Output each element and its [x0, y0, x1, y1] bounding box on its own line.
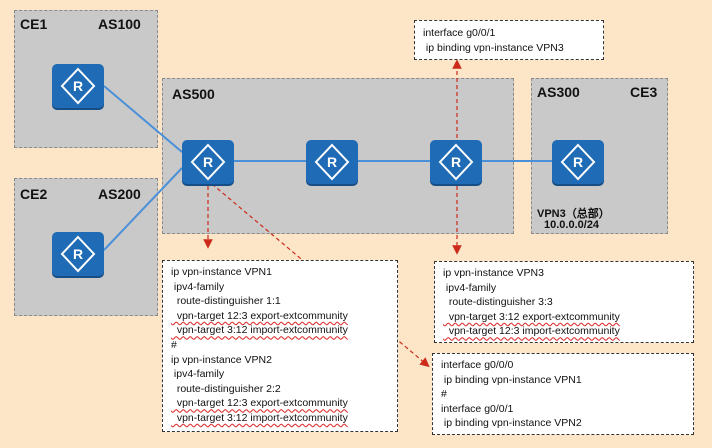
config-line: #: [441, 388, 447, 401]
router-ce1-icon[interactable]: R: [52, 64, 104, 108]
link-ce2-pe1: [103, 167, 183, 251]
router-ce3-icon[interactable]: R: [552, 140, 604, 184]
config-line: ip binding vpn-instance VPN1: [441, 373, 582, 386]
router-ce2-icon[interactable]: R: [52, 232, 104, 276]
config-line: interface g0/0/1: [441, 402, 514, 415]
config-line: ipv4-family: [443, 281, 497, 294]
config-line: vpn-target 3:12 import-extcommunity: [171, 324, 348, 337]
vpn3-label: VPN3（总部）: [537, 208, 610, 220]
config-line: ipv4-family: [171, 280, 225, 293]
config-box-pe3-interface: interface g0/0/1 ip binding vpn-instance…: [414, 20, 604, 60]
config-line: ip vpn-instance VPN1: [171, 266, 272, 278]
config-line: ip vpn-instance VPN3: [443, 267, 544, 279]
as500-label: AS500: [172, 86, 215, 102]
config-box-pe1-interfaces: interface g0/0/0 ip binding vpn-instance…: [432, 353, 694, 435]
router-p-icon[interactable]: R: [306, 140, 358, 184]
config-line: #: [171, 338, 177, 351]
config-line: vpn-target 3:12 import-extcommunity: [171, 411, 348, 424]
vpn3-subnet: 10.0.0.0/24: [544, 219, 600, 231]
config-line: ip vpn-instance VPN2: [171, 353, 272, 366]
router-pe1-icon[interactable]: R: [182, 140, 234, 184]
config-box-pe1-vpn-instances: ip vpn-instance VPN1 ipv4-family route-d…: [162, 260, 398, 432]
svg-text:R: R: [451, 154, 461, 170]
config-line: vpn-target 12:3 import-extcommunity: [443, 325, 620, 338]
config-line: interface g0/0/0: [441, 359, 514, 371]
ce2-label: CE2: [20, 186, 48, 202]
config-line: route-distinguisher 1:1: [171, 295, 281, 308]
as300-label: AS300: [537, 84, 580, 100]
svg-text:R: R: [573, 154, 583, 170]
config-line: route-distinguisher 2:2: [171, 382, 281, 395]
as200-label: AS200: [98, 186, 141, 202]
config-line: vpn-target 12:3 export-extcommunity: [171, 397, 348, 410]
svg-text:R: R: [203, 154, 213, 170]
config-line: vpn-target 3:12 export-extcommunity: [443, 310, 620, 323]
config-line: ip binding vpn-instance VPN3: [423, 41, 564, 54]
svg-text:R: R: [73, 246, 83, 262]
ce1-label: CE1: [20, 16, 48, 32]
svg-text:R: R: [73, 78, 83, 94]
svg-text:R: R: [327, 154, 337, 170]
config-line: route-distinguisher 3:3: [443, 296, 553, 309]
config-line: interface g0/0/1: [423, 27, 496, 39]
config-line: ip binding vpn-instance VPN2: [441, 417, 582, 430]
config-box-pe3-vpn-instance: ip vpn-instance VPN3 ipv4-family route-d…: [434, 261, 694, 343]
config-line: vpn-target 12:3 export-extcommunity: [171, 309, 348, 322]
link-ce1-pe1: [103, 85, 183, 153]
config-line: ipv4-family: [171, 368, 225, 381]
ce3-label: CE3: [630, 84, 658, 100]
as100-label: AS100: [98, 16, 141, 32]
router-pe3-icon[interactable]: R: [430, 140, 482, 184]
